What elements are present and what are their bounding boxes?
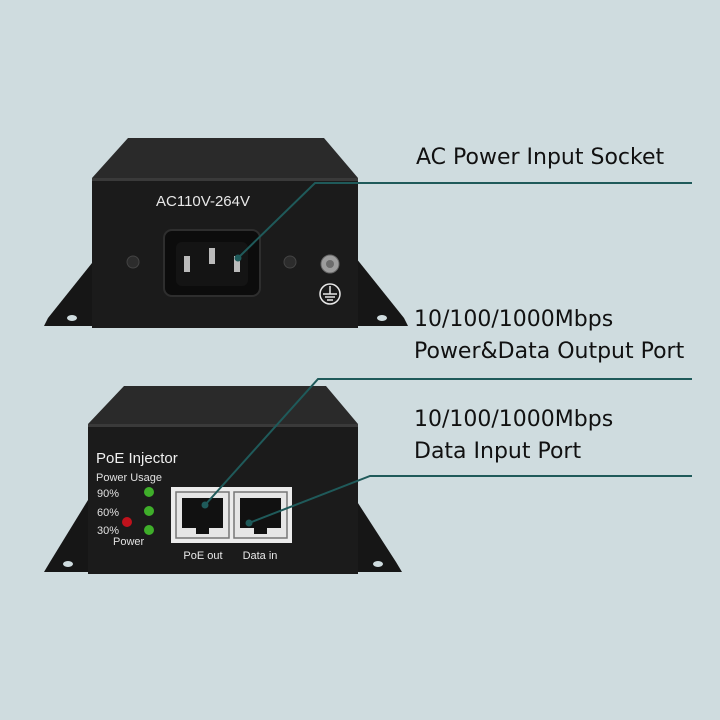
callout-ac-power-label: AC Power Input Socket bbox=[416, 145, 665, 170]
led-label-60: 60% bbox=[97, 507, 119, 519]
device-top-face bbox=[88, 386, 358, 424]
socket-pin bbox=[184, 256, 190, 272]
callout-poe-output-label-line1: 10/100/1000Mbps bbox=[414, 307, 614, 332]
socket-pin bbox=[234, 256, 240, 272]
poe-out-label: PoE out bbox=[183, 550, 222, 562]
flange-hole bbox=[67, 315, 77, 321]
led-90-indicator bbox=[144, 487, 154, 497]
led-30-indicator bbox=[144, 525, 154, 535]
device-top-face bbox=[92, 138, 358, 178]
callout-poe-output-label-line2: Power&Data Output Port bbox=[414, 339, 685, 364]
callout-line-poe-output bbox=[204, 378, 692, 506]
led-label-30: 30% bbox=[97, 525, 119, 537]
flange-hole bbox=[377, 315, 387, 321]
right-mounting-flange bbox=[356, 500, 402, 572]
back-view-device: AC110V-264V bbox=[44, 138, 408, 328]
led-60-indicator bbox=[144, 506, 154, 516]
voltage-label: AC110V-264V bbox=[156, 193, 250, 210]
ground-symbol-icon bbox=[319, 283, 341, 305]
callout-lines bbox=[201, 182, 692, 527]
power-led-indicator bbox=[122, 517, 132, 527]
left-mounting-flange bbox=[44, 500, 88, 572]
flange-hole bbox=[373, 561, 383, 567]
screw bbox=[126, 255, 140, 269]
led-label-90: 90% bbox=[97, 488, 119, 500]
callout-line-data-input bbox=[248, 475, 692, 524]
device-title: PoE Injector bbox=[96, 450, 178, 467]
power-label: Power bbox=[113, 536, 145, 548]
left-mounting-flange bbox=[44, 258, 96, 326]
callout-data-input-label-line1: 10/100/1000Mbps bbox=[414, 407, 614, 432]
right-mounting-flange bbox=[356, 258, 408, 326]
data-in-label: Data in bbox=[243, 550, 278, 562]
screw bbox=[283, 255, 297, 269]
callout-line-ac-power bbox=[237, 182, 692, 259]
flange-hole bbox=[63, 561, 73, 567]
socket-pin bbox=[209, 248, 215, 264]
callout-data-input-label-line2: Data Input Port bbox=[414, 439, 582, 464]
power-usage-label: Power Usage bbox=[96, 472, 162, 484]
front-view-device: PoE Injector Power Usage 90% 60% 30% Pow… bbox=[44, 386, 402, 574]
